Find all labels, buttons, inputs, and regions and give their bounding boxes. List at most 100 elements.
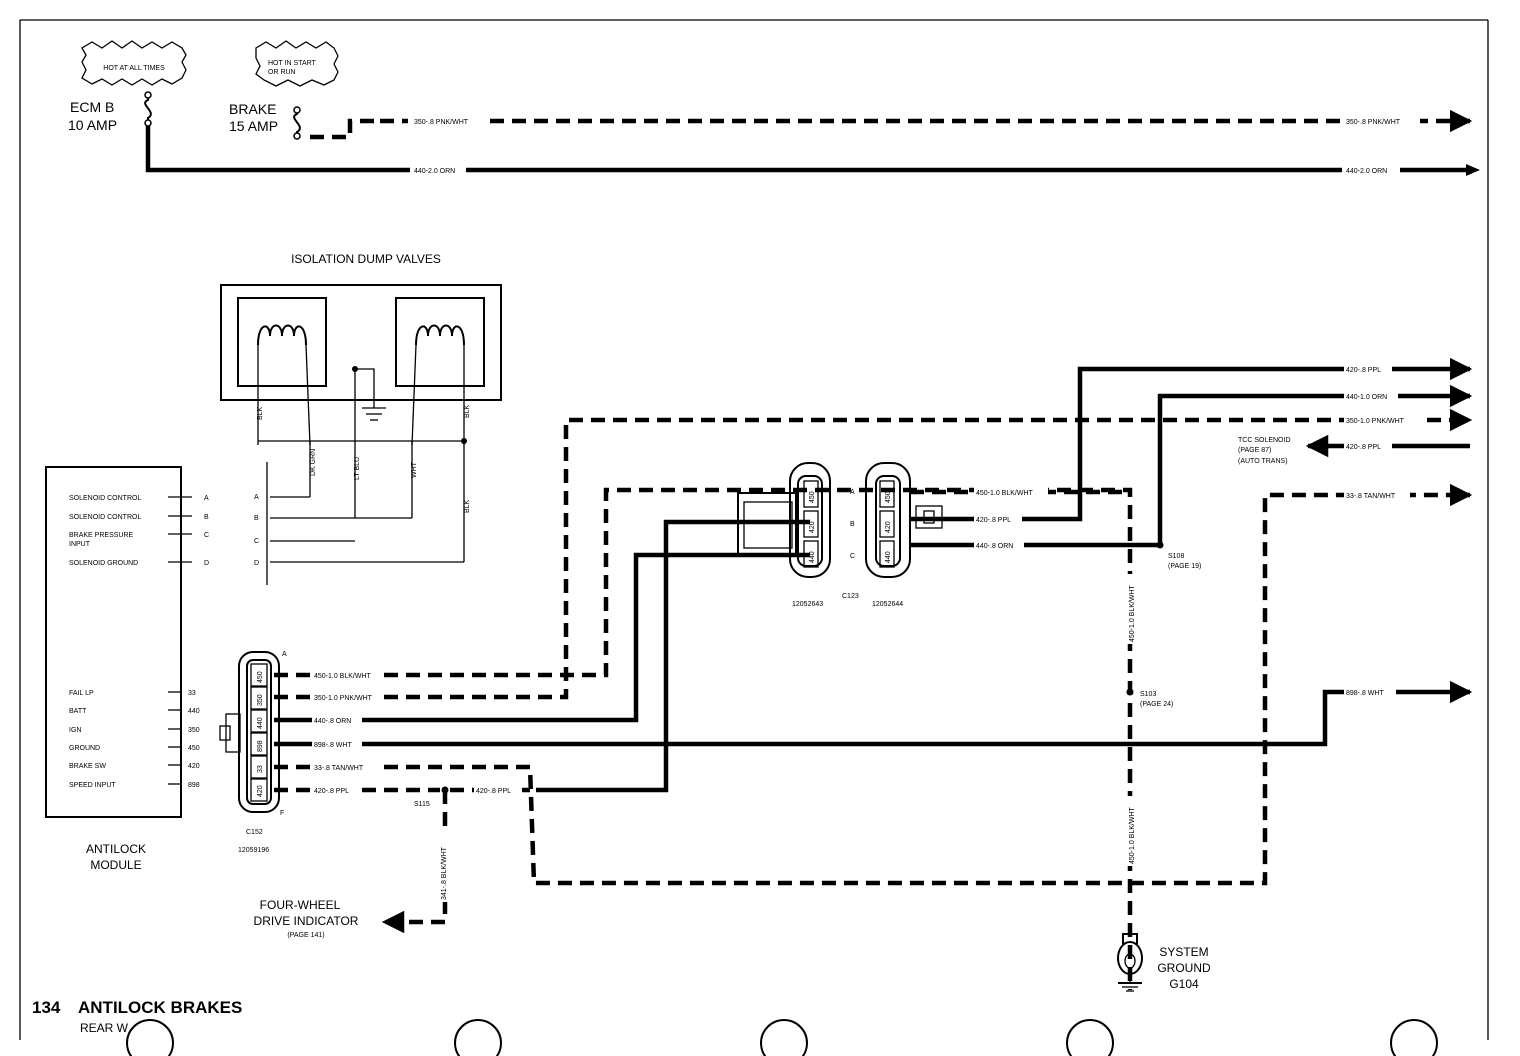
module-pin-label: SPEED INPUT <box>69 782 116 789</box>
c152-pin: 450 <box>257 671 264 683</box>
ecm-fuse-name: ECM B <box>70 99 114 115</box>
pin-letter: A <box>254 494 259 501</box>
page-number: 134 <box>32 998 61 1017</box>
wire-tcc: 420-.8 PPL <box>1305 434 1470 458</box>
c123-pin: 420 <box>809 521 816 533</box>
wire-ltblu-label: LT BLU <box>354 457 361 480</box>
module-pin: 350 <box>188 727 200 734</box>
wire-label: 450-1.0 BLK/WHT <box>314 673 372 680</box>
isolation-dump-valves <box>220 284 502 585</box>
module-pin-label: GROUND <box>69 745 100 752</box>
wire-898-c152: 898-.8 WHT 898-.8 WHT <box>274 680 1473 750</box>
module-pin-label: SOLENOID CONTROL <box>69 514 141 521</box>
c123-name: C123 <box>842 593 859 600</box>
wire-33-c152: 33-.8 TAN/WHT 33-.8 TAN/WHT <box>274 483 1473 886</box>
coil-icon <box>257 324 307 346</box>
hot-in-start-text: HOT IN START <box>268 60 317 67</box>
wire-label: 440-1.0 ORN <box>1346 394 1387 401</box>
ecm-fuse-amp: 10 AMP <box>68 117 117 133</box>
wire-450-right: 450-1.0 BLK/WHT <box>910 486 1126 498</box>
binder-holes <box>126 1019 1438 1056</box>
wire-label: 420-.8 PPL <box>1346 367 1381 374</box>
pin-letter: C <box>254 538 259 545</box>
wire-label: 420-.8 PPL <box>1346 444 1381 451</box>
splice-s108 <box>1156 541 1164 549</box>
module-title: ANTILOCK <box>86 842 146 856</box>
ecm-fuse-icon <box>144 95 152 123</box>
tcc-label: TCC SOLENOID <box>1238 437 1291 444</box>
antilock-module <box>45 466 192 818</box>
wire-420-c152: 420-.8 PPL 420-.8 PPL <box>274 519 810 796</box>
module-pin-label: SOLENOID CONTROL <box>69 495 141 502</box>
wire-label: 440-.8 ORN <box>976 543 1013 550</box>
brake-fuse-amp: 15 AMP <box>229 118 278 134</box>
wire-label: 440-.8 ORN <box>314 718 351 725</box>
module-pin: 420 <box>188 763 200 770</box>
page-title: ANTILOCK BRAKES <box>78 998 242 1017</box>
module-pin-label: SOLENOID GROUND <box>69 560 138 567</box>
valves-title: ISOLATION DUMP VALVES <box>291 252 441 266</box>
four-wd-label: FOUR-WHEEL <box>260 898 341 912</box>
pin-letter: D <box>254 560 259 567</box>
wire-label: 33-.8 TAN/WHT <box>314 765 364 772</box>
c123-letter: A <box>850 489 855 496</box>
brake-fuse-name: BRAKE <box>229 101 276 117</box>
ground-label-3: G104 <box>1169 977 1199 991</box>
c123-pin: 440 <box>885 551 892 563</box>
module-pin: 440 <box>188 708 200 715</box>
module-pin: 450 <box>188 745 200 752</box>
module-pin: D <box>204 560 209 567</box>
wire-label: 420-.8 PPL <box>476 788 511 795</box>
c152-pin-f: F <box>280 810 284 817</box>
ground-icon <box>1117 933 1143 992</box>
s103-label: S103 <box>1140 691 1156 698</box>
wire-label: 350-1.0 PNK/WHT <box>314 695 373 702</box>
wire-350-top: 350-.8 PNK/WHT 350-.8 PNK/WHT <box>310 109 1473 140</box>
wire-dkgrn-label: DK GRN <box>310 449 317 476</box>
connector-c152 <box>219 651 280 813</box>
c152-pin: 898 <box>257 740 264 752</box>
module-pin-label: FAIL LP <box>69 690 94 697</box>
wire-450-c152: 450-1.0 BLK/WHT <box>274 487 1133 990</box>
wire-label: 350-1.0 PNK/WHT <box>1346 418 1405 425</box>
wire-440-top: 440-2.0 ORN 440-2.0 ORN <box>145 126 1480 176</box>
c123-letter: B <box>850 521 855 528</box>
coil-icon <box>415 324 465 346</box>
c123-pin: 450 <box>885 491 892 503</box>
c152-pin: 420 <box>257 785 264 797</box>
page-frame <box>19 19 1489 1040</box>
tcc-label-2: (PAGE 87) <box>1238 447 1271 454</box>
c152-pin-a: A <box>282 651 287 658</box>
module-pin: 898 <box>188 782 200 789</box>
c123-letter: C <box>850 553 855 560</box>
wire-label: 33-.8 TAN/WHT <box>1346 493 1396 500</box>
c152-pin: 440 <box>257 717 264 729</box>
wire-blk-label: BLK <box>257 406 264 420</box>
c123-left-part: 12052643 <box>792 601 823 608</box>
wire-440-c152: 440-.8 ORN <box>274 552 810 726</box>
module-pin: A <box>204 495 209 502</box>
wire-350-c152: 350-1.0 PNK/WHT 350-1.0 PNK/WHT <box>274 408 1473 703</box>
wire-341 <box>381 790 448 934</box>
wire-label: 450-1.0 BLK/WHT <box>1129 806 1136 864</box>
c123-pin: 440 <box>809 551 816 563</box>
module-pin-label: IGN <box>69 727 81 734</box>
c123-pin: 420 <box>885 521 892 533</box>
wire-label: 420-.8 PPL <box>314 788 349 795</box>
four-wd-page: (PAGE 141) <box>287 932 324 939</box>
hot-in-start-text-2: OR RUN <box>268 69 296 76</box>
s108-label: S108 <box>1168 553 1184 560</box>
s108-page: (PAGE 19) <box>1168 563 1201 570</box>
module-pin-label-2: INPUT <box>69 541 91 548</box>
s103-page: (PAGE 24) <box>1140 701 1173 708</box>
hot-at-all-times-text: HOT AT ALL TIMES <box>103 65 165 72</box>
wire-label: 350-.8 PNK/WHT <box>1346 119 1401 126</box>
hot-at-all-times-badge: HOT AT ALL TIMES <box>81 40 187 86</box>
module-pin-label: BRAKE PRESSURE <box>69 532 134 539</box>
wire-label: 898-.8 WHT <box>314 742 352 749</box>
wire-label: 450-1.0 BLK/WHT <box>976 490 1034 497</box>
hot-in-start-badge: HOT IN START OR RUN <box>255 40 339 87</box>
wire-label: 341-.8 BLK/WHT <box>441 846 448 900</box>
module-pin: B <box>204 514 209 521</box>
